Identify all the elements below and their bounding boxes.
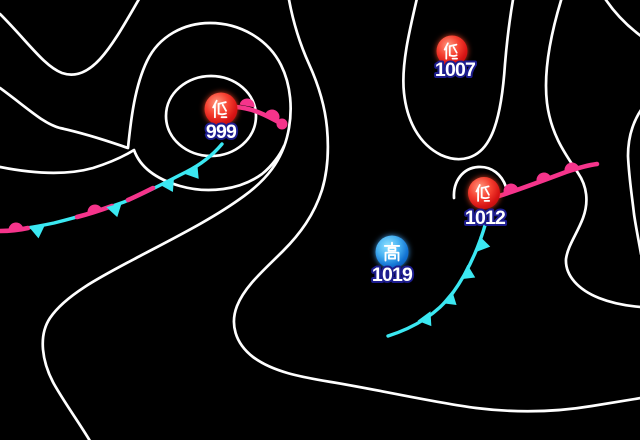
stationary-front-west-warm-segment xyxy=(0,225,31,234)
kanji-stroke xyxy=(384,251,400,262)
low-pressure-marker xyxy=(468,177,500,209)
stationary-front-west-warm-dome xyxy=(8,222,24,231)
pressure-system-low-999: 999 xyxy=(204,92,240,145)
warm-front-1012-warm-dome xyxy=(503,183,519,194)
kanji-stroke xyxy=(217,101,227,105)
low-kanji-symbol xyxy=(475,184,491,202)
kanji-stroke xyxy=(480,196,490,199)
warm-front-999 xyxy=(233,98,288,130)
stationary-front-west-warm-segment xyxy=(125,185,156,203)
kanji-stroke xyxy=(221,103,227,112)
isobar-long-s-and-south-sweep xyxy=(232,0,640,413)
cold-front-1012-cold-triangle xyxy=(460,264,476,280)
kanji-stroke xyxy=(484,187,490,196)
pressure-system-low-1012: 1012 xyxy=(463,177,509,231)
pressure-value-label: 1012 xyxy=(465,207,506,229)
warm-front-999-warm-dome xyxy=(265,109,280,121)
stationary-front-west-cold-triangle xyxy=(159,177,175,193)
isobar-outer-loop-closure xyxy=(0,144,286,192)
pressure-value-label: 1007 xyxy=(435,59,475,81)
stationary-front-west xyxy=(0,142,224,239)
low-kanji-symbol xyxy=(443,42,458,60)
kanji-stroke xyxy=(448,54,458,57)
low-kanji-symbol xyxy=(212,99,228,119)
warm-front-999-warm-dome xyxy=(239,98,255,108)
isobar-trough-1007 xyxy=(402,0,515,161)
kanji-stroke xyxy=(387,254,397,260)
pressure-value-label: 1019 xyxy=(372,264,413,286)
kanji-stroke xyxy=(448,43,458,48)
kanji-stroke xyxy=(217,112,227,116)
isobar-topleft-upper xyxy=(0,0,141,76)
isobar-topright-corner xyxy=(604,0,640,37)
stationary-front-west-cold-triangle xyxy=(106,202,122,218)
isobar-right-edge xyxy=(626,109,640,255)
isobar-east-s-curve xyxy=(544,0,640,309)
pressure-system-low-1007: 1007 xyxy=(433,35,478,83)
cold-front-1012-cold-triangle xyxy=(417,311,432,327)
isobar-arc-over-1012 xyxy=(452,165,508,200)
isobar-outer-loop-999 xyxy=(0,21,292,440)
cold-front-1012 xyxy=(386,220,491,338)
low-pressure-marker xyxy=(204,92,238,126)
high-kanji-symbol xyxy=(383,241,401,262)
stationary-front-west-warm-dome xyxy=(87,204,103,214)
cold-front-1012-cold-triangle xyxy=(476,236,491,252)
stationary-front-west-cold-triangle xyxy=(184,164,199,179)
pressure-system-high-1019: 1019 xyxy=(370,235,416,288)
kanji-stroke xyxy=(452,46,458,54)
stationary-front-west-cold-triangle xyxy=(29,225,45,239)
warm-front-1012 xyxy=(496,161,600,199)
low-pressure-marker xyxy=(436,35,468,67)
pressure-value-label: 999 xyxy=(206,121,237,143)
warm-front-1012-warm-dome xyxy=(536,172,552,183)
kanji-stroke xyxy=(480,185,490,189)
warm-front-999-end-dot xyxy=(276,118,288,130)
cold-front-1012-cold-triangle xyxy=(441,290,457,306)
kanji-stroke xyxy=(387,247,397,252)
warm-front-1012-warm-dome xyxy=(564,162,580,173)
